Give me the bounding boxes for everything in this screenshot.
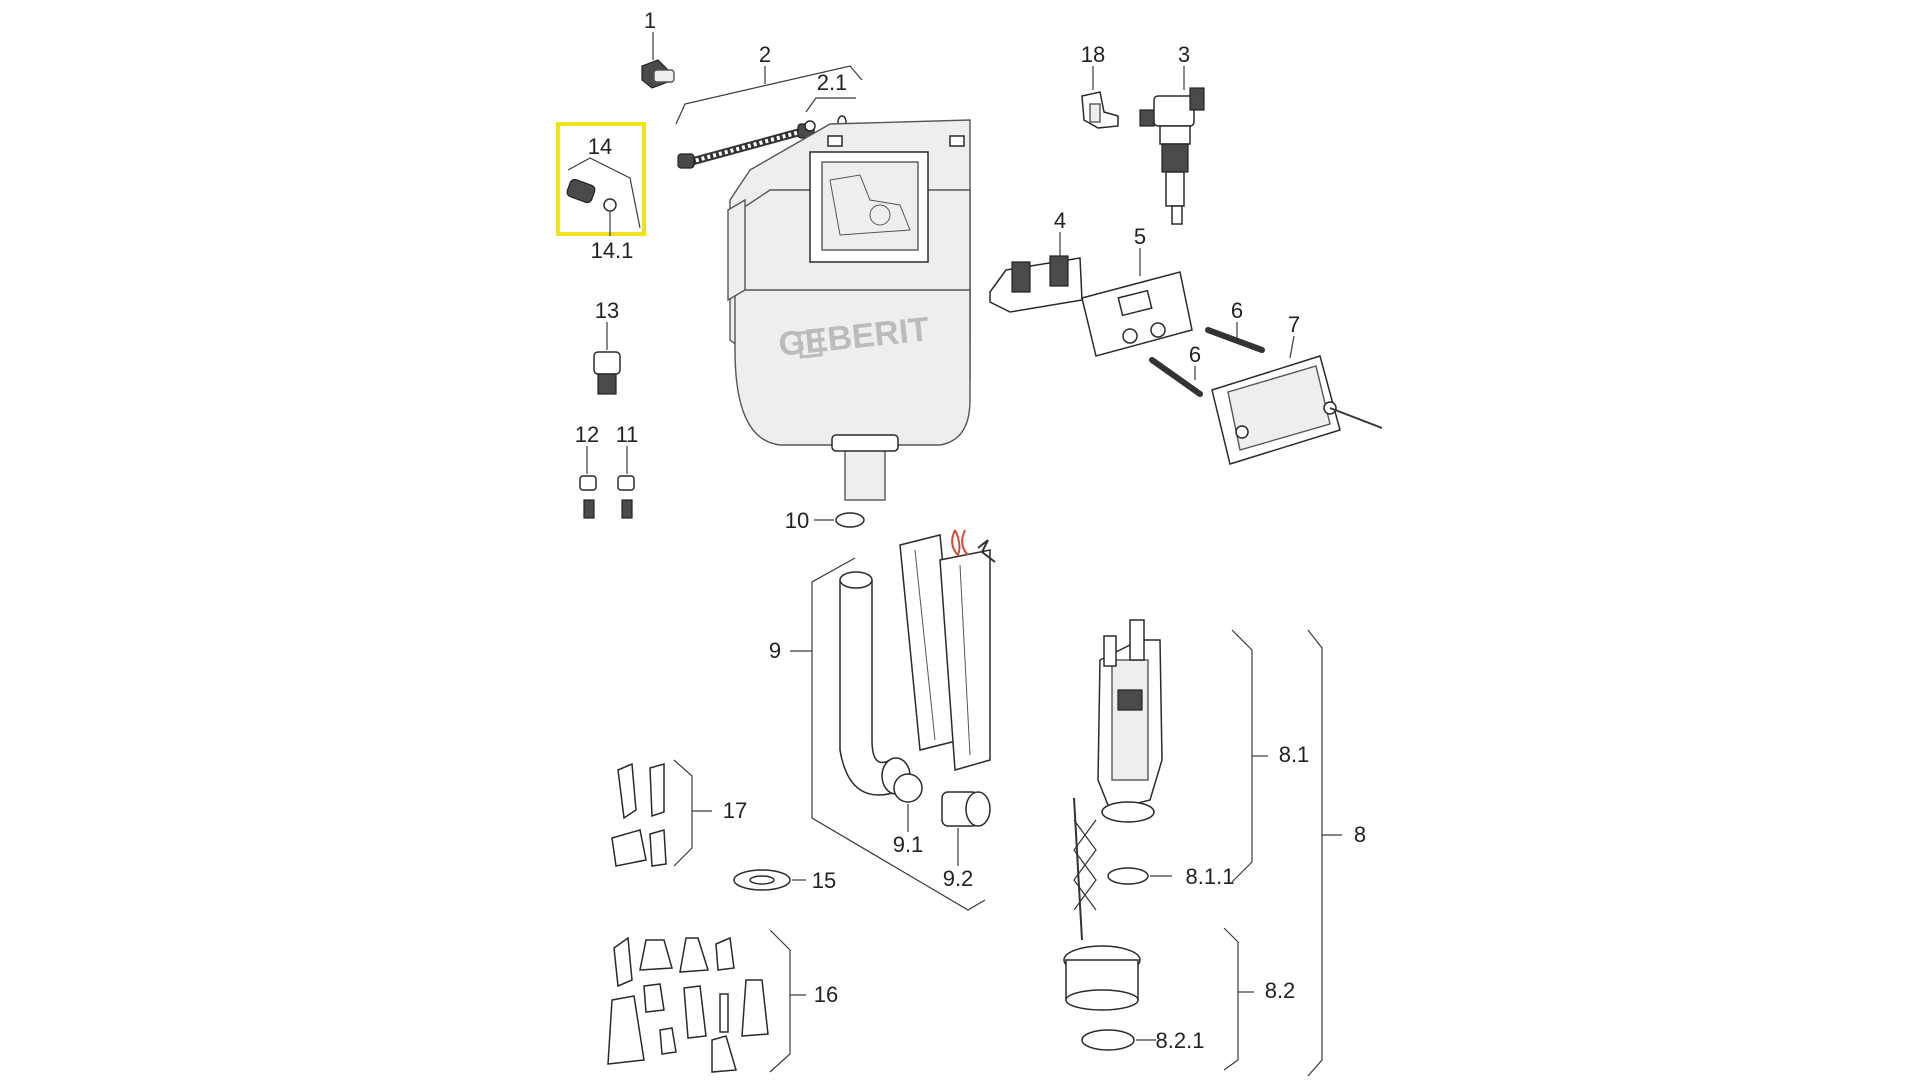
callout-15: 15	[812, 868, 836, 893]
callout-3: 3	[1178, 42, 1190, 67]
part-6-rods	[1149, 327, 1265, 397]
part-5-plate	[1081, 271, 1193, 357]
warning-mark	[951, 529, 996, 563]
callout-7: 7	[1288, 312, 1300, 337]
part-8-2-1-seal	[1081, 1029, 1135, 1051]
callout-2: 2	[759, 42, 771, 67]
part-12-screw	[579, 475, 597, 519]
callout-6a: 6	[1231, 298, 1243, 323]
callout-4: 4	[1054, 208, 1066, 233]
part-7-frame	[1211, 355, 1383, 465]
callout-12: 12	[575, 422, 599, 447]
callout-17: 17	[723, 798, 747, 823]
callout-16: 16	[814, 982, 838, 1007]
callout-10: 10	[785, 508, 809, 533]
part-14-1-nut	[603, 198, 617, 212]
part-4-bracket	[989, 255, 1083, 313]
part-8-1-flush-valve	[1097, 619, 1163, 823]
callout-9-2: 9.2	[943, 866, 974, 891]
part-18-clip	[1081, 91, 1119, 129]
part-16-fixings	[607, 936, 769, 1073]
part-13-valve	[593, 351, 621, 395]
callout-8-1-1: 8.1.1	[1186, 864, 1235, 889]
callout-6b: 6	[1189, 342, 1201, 367]
callout-2-1: 2.1	[817, 70, 848, 95]
callout-13: 13	[595, 298, 619, 323]
part-8-1-1-seal	[1107, 867, 1149, 885]
part-8-2-overflow	[1063, 797, 1141, 1011]
callout-5: 5	[1134, 224, 1146, 249]
cistern: GEBERIT	[727, 119, 971, 501]
callout-9: 9	[769, 638, 781, 663]
highlight-box	[556, 122, 646, 236]
callout-8-2: 8.2	[1265, 978, 1296, 1003]
callout-14: 14	[588, 134, 612, 159]
part-2-hose	[677, 123, 815, 169]
callout-1: 1	[644, 8, 656, 33]
part-11-screw	[617, 475, 635, 519]
callout-9-1: 9.1	[893, 832, 924, 857]
part-9-2-connector	[941, 791, 991, 827]
part-17-clips	[611, 762, 667, 867]
callout-18: 18	[1081, 42, 1105, 67]
callout-8-1: 8.1	[1279, 742, 1310, 767]
part-10-gasket	[835, 512, 865, 528]
part-14-connector	[566, 178, 596, 204]
callout-8: 8	[1354, 822, 1366, 847]
part-9-flush-pipe	[839, 534, 991, 796]
callout-8-2-1: 8.2.1	[1156, 1028, 1205, 1053]
part-9-1-ring	[893, 773, 923, 803]
part-15-washer	[733, 869, 791, 891]
part-1-fitting	[641, 59, 675, 89]
part-3-fill-valve	[1139, 87, 1205, 225]
callout-11: 11	[616, 422, 639, 447]
callout-14-1: 14.1	[591, 238, 634, 263]
